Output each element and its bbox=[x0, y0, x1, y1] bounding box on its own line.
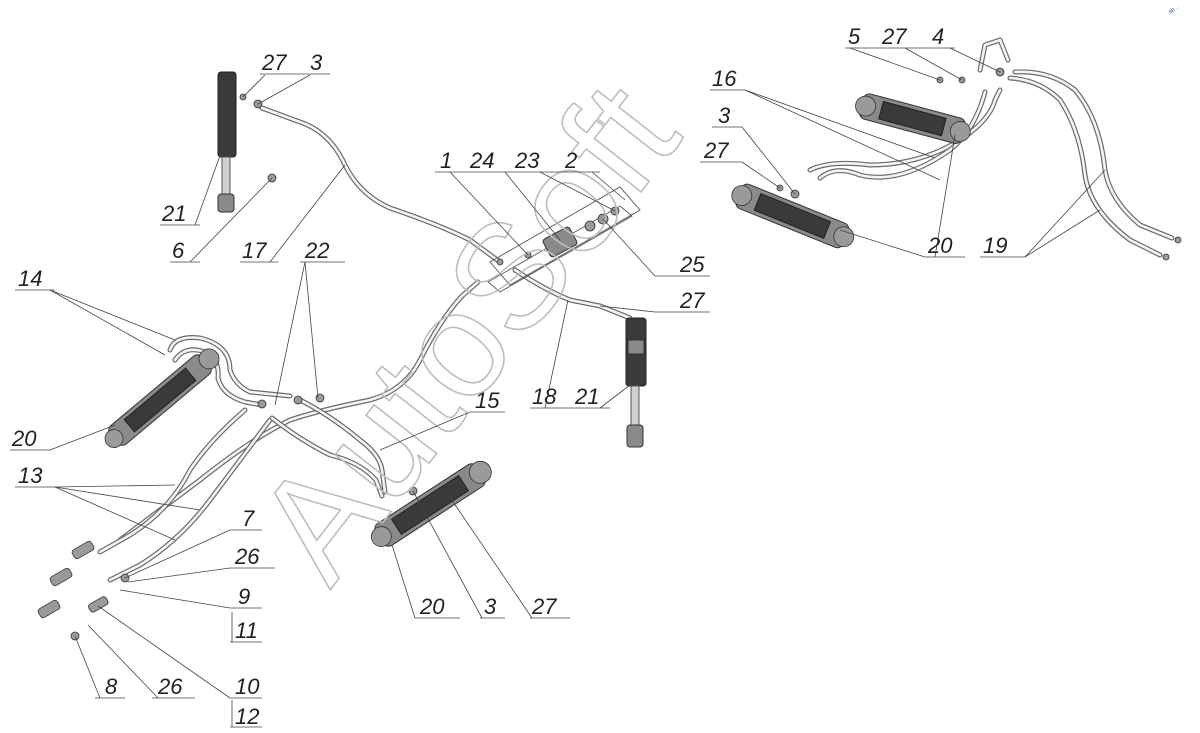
label-26: 26 bbox=[234, 544, 260, 569]
label-21: 21 bbox=[161, 201, 186, 226]
label-10: 10 bbox=[235, 674, 260, 699]
center-plate bbox=[487, 186, 641, 293]
label-18: 18 bbox=[532, 384, 557, 409]
cylinder-20-right-top bbox=[855, 93, 971, 144]
label-1: 1 bbox=[440, 148, 452, 173]
label-3: 3 bbox=[718, 103, 731, 128]
label-27: 27 bbox=[679, 288, 705, 313]
label-8: 8 bbox=[105, 674, 118, 699]
label-24: 24 bbox=[469, 148, 494, 173]
cylinder-21-center bbox=[625, 317, 647, 448]
label-17: 17 bbox=[242, 238, 267, 263]
corner-mark: sb .. bbox=[1168, 4, 1181, 16]
label-5: 5 bbox=[848, 24, 861, 49]
label-16: 16 bbox=[712, 66, 737, 91]
cylinder-20-center bbox=[370, 460, 492, 547]
label-25: 25 bbox=[679, 252, 705, 277]
label-12: 12 bbox=[235, 704, 259, 729]
part-labels: 27 3 21 6 17 1 24 23 2 25 27 18 21 15 22… bbox=[11, 24, 1007, 729]
label-13: 13 bbox=[18, 463, 43, 488]
leader-lines bbox=[10, 47, 1106, 728]
cylinder-21-top bbox=[217, 71, 237, 213]
valve-block bbox=[542, 206, 620, 258]
label-20: 20 bbox=[927, 233, 953, 258]
label-2: 2 bbox=[564, 148, 577, 173]
label-20: 20 bbox=[11, 426, 37, 451]
label-27: 27 bbox=[261, 50, 287, 75]
label-23: 23 bbox=[514, 148, 540, 173]
cylinder-20-right-mid bbox=[731, 183, 855, 249]
hose-lines bbox=[97, 37, 1175, 583]
label-21: 21 bbox=[574, 384, 599, 409]
label-27: 27 bbox=[531, 594, 557, 619]
label-22: 22 bbox=[304, 238, 329, 263]
label-11: 11 bbox=[235, 618, 258, 643]
label-7: 7 bbox=[242, 506, 255, 531]
quick-couplers bbox=[37, 540, 130, 641]
label-3: 3 bbox=[310, 50, 323, 75]
label-27: 27 bbox=[703, 138, 729, 163]
label-9: 9 bbox=[238, 584, 250, 609]
label-20: 20 bbox=[419, 594, 445, 619]
label-14: 14 bbox=[18, 266, 42, 291]
cylinder-20-left bbox=[104, 348, 220, 448]
label-26: 26 bbox=[157, 674, 183, 699]
label-27: 27 bbox=[881, 24, 907, 49]
label-4: 4 bbox=[932, 24, 944, 49]
label-6: 6 bbox=[172, 238, 185, 263]
label-19: 19 bbox=[983, 233, 1007, 258]
label-15: 15 bbox=[475, 388, 500, 413]
label-3: 3 bbox=[484, 594, 497, 619]
